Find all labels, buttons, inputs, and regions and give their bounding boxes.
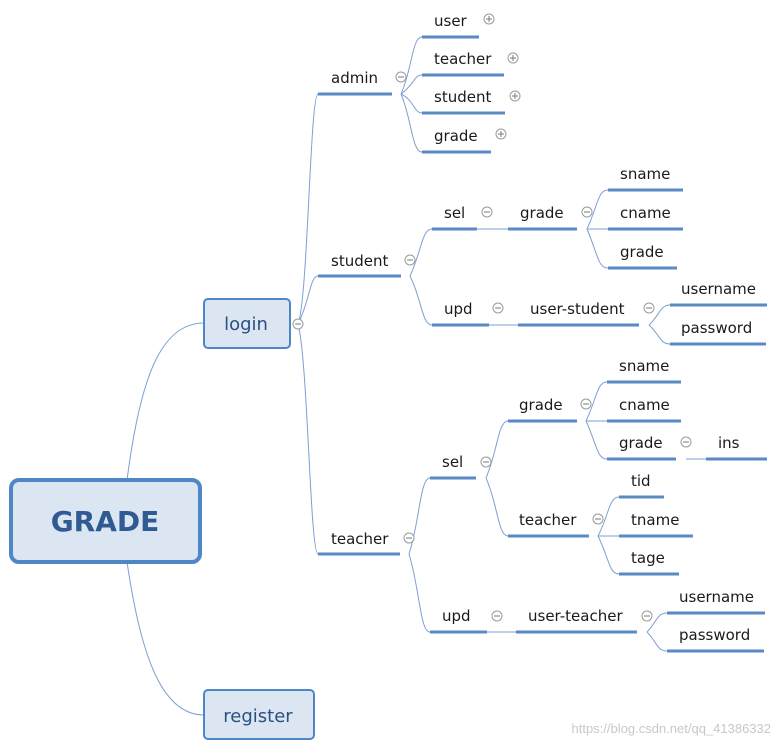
teacher-upd-label: upd [442, 607, 471, 625]
login-node[interactable]: login [203, 298, 291, 349]
teacher-sel-grade-label: grade [519, 396, 563, 414]
expand-student-toggle[interactable] [509, 90, 521, 102]
teacher-teacher-tid[interactable]: tid [619, 472, 664, 499]
student-upd[interactable]: upd [432, 300, 489, 327]
teacher-grade-ins[interactable]: ins [706, 434, 767, 461]
admin-item-student[interactable]: student [422, 88, 505, 115]
student-upd-user-student[interactable]: user-student [518, 300, 639, 327]
teacher-upd-user-teacher[interactable]: user-teacher [516, 607, 637, 634]
student-grade-cname-label: cname [620, 204, 671, 222]
teacher-sel-label: sel [442, 453, 463, 471]
user-teacher-username[interactable]: username [667, 588, 765, 615]
collapse-login-toggle[interactable] [292, 318, 304, 330]
admin-item-teacher-label: teacher [434, 50, 492, 68]
teacher-sel-grade[interactable]: grade [508, 396, 577, 423]
collapse-student-toggle[interactable] [404, 254, 416, 266]
collapse-student-grade-toggle[interactable] [581, 206, 593, 218]
admin-item-user-label: user [434, 12, 468, 30]
topic-admin-label: admin [331, 69, 378, 87]
teacher-grade-sname[interactable]: sname [607, 357, 681, 384]
student-upd-label: upd [444, 300, 473, 318]
register-label: register [223, 706, 293, 727]
topic-teacher-label: teacher [331, 530, 389, 548]
teacher-teacher-tid-label: tid [631, 472, 651, 490]
root-label: GRADE [51, 505, 160, 538]
student-sel-label: sel [444, 204, 465, 222]
watermark-text: https://blog.csdn.net/qq_41386332 [572, 721, 772, 736]
user-teacher-password[interactable]: password [667, 626, 764, 653]
topic-admin[interactable]: admin [318, 69, 392, 96]
admin-item-grade-label: grade [434, 127, 478, 145]
collapse-user-student-toggle[interactable] [643, 302, 655, 314]
teacher-grade-grade[interactable]: grade [607, 434, 676, 461]
teacher-teacher-tage[interactable]: tage [619, 549, 679, 576]
teacher-sel[interactable]: sel [430, 453, 476, 480]
login-label: login [224, 314, 268, 335]
collapse-student-upd-toggle[interactable] [492, 302, 504, 314]
student-grade-sname[interactable]: sname [608, 165, 683, 192]
student-grade-grade[interactable]: grade [608, 243, 677, 270]
collapse-student-sel-toggle[interactable] [481, 206, 493, 218]
collapse-admin-toggle[interactable] [395, 71, 407, 83]
collapse-teacher-toggle[interactable] [403, 532, 415, 544]
user-teacher-username-label: username [679, 588, 754, 606]
admin-item-teacher[interactable]: teacher [422, 50, 504, 77]
expand-grade-toggle[interactable] [495, 128, 507, 140]
user-student-password-label: password [681, 319, 752, 337]
teacher-sel-teacher[interactable]: teacher [508, 511, 589, 538]
admin-item-grade[interactable]: grade [422, 127, 491, 154]
collapse-teacher-grade-grade-toggle[interactable] [680, 436, 692, 448]
topic-teacher[interactable]: teacher [318, 530, 400, 556]
topic-student[interactable]: student [318, 252, 401, 278]
student-grade-grade-label: grade [620, 243, 664, 261]
expand-teacher-toggle[interactable] [507, 52, 519, 64]
user-teacher-label: user-teacher [528, 607, 623, 625]
user-teacher-password-label: password [679, 626, 750, 644]
user-student-username-label: username [681, 280, 756, 298]
student-grade-sname-label: sname [620, 165, 670, 183]
user-student-label: user-student [530, 300, 625, 318]
connectors [126, 36, 706, 716]
teacher-teacher-tname[interactable]: tname [619, 511, 693, 538]
root-node[interactable]: GRADE [9, 478, 202, 564]
student-sel-grade-label: grade [520, 204, 564, 222]
teacher-grade-ins-label: ins [718, 434, 740, 452]
user-student-password[interactable]: password [670, 319, 766, 346]
teacher-grade-grade-label: grade [619, 434, 663, 452]
student-sel-grade[interactable]: grade [508, 204, 577, 231]
collapse-teacher-upd-toggle[interactable] [491, 610, 503, 622]
student-sel[interactable]: sel [432, 204, 477, 231]
teacher-upd[interactable]: upd [430, 607, 487, 634]
teacher-sel-teacher-label: teacher [519, 511, 577, 529]
register-node[interactable]: register [203, 689, 315, 740]
teacher-grade-sname-label: sname [619, 357, 669, 375]
expand-user-toggle[interactable] [483, 13, 495, 25]
admin-item-student-label: student [434, 88, 491, 106]
collapse-teacher-teacher-toggle[interactable] [592, 513, 604, 525]
student-grade-cname[interactable]: cname [608, 204, 683, 231]
collapse-user-teacher-toggle[interactable] [641, 610, 653, 622]
teacher-teacher-tname-label: tname [631, 511, 679, 529]
teacher-grade-cname-label: cname [619, 396, 670, 414]
teacher-grade-cname[interactable]: cname [607, 396, 681, 423]
teacher-teacher-tage-label: tage [631, 549, 665, 567]
admin-item-user[interactable]: user [422, 12, 479, 39]
topic-student-label: student [331, 252, 388, 270]
user-student-username[interactable]: username [670, 280, 767, 307]
collapse-teacher-grade-toggle[interactable] [580, 398, 592, 410]
collapse-teacher-sel-toggle[interactable] [480, 456, 492, 468]
